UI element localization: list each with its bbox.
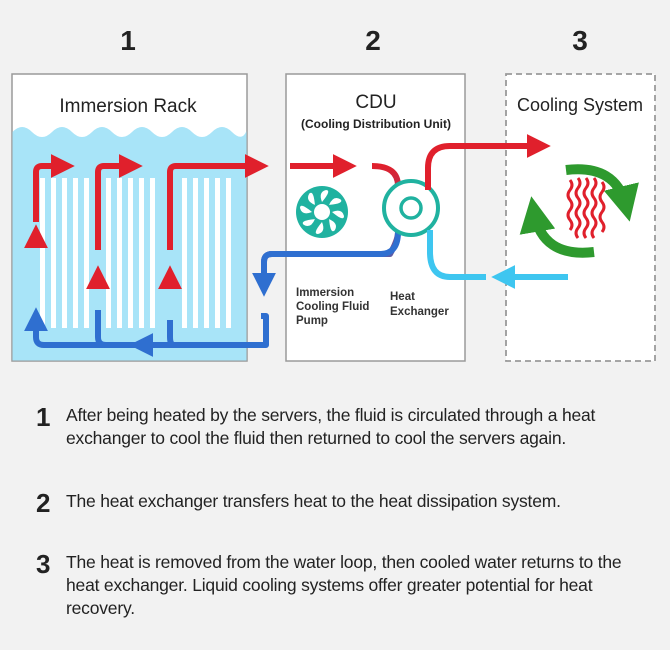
heat-exchanger-icon	[382, 179, 440, 237]
exchanger-label: Heat Exchanger	[390, 291, 449, 318]
legend-text: The heat exchanger transfers heat to the…	[66, 491, 561, 511]
pump-label-line: Pump	[296, 315, 328, 327]
pump-label: Immersion Cooling Fluid Pump	[296, 287, 373, 327]
step-number-2: 2	[365, 25, 381, 56]
server-blades	[40, 178, 231, 328]
pump-label-line: Cooling Fluid	[296, 301, 369, 313]
step-number-3: 3	[572, 25, 588, 56]
cdu-subtitle: (Cooling Distribution Unit)	[301, 117, 451, 131]
chilled-return-cdu	[427, 230, 486, 280]
rack-hot-flow	[33, 154, 357, 250]
legend-text: The heat is removed from the water loop,…	[66, 552, 622, 618]
cooling-system-title: Cooling System	[517, 95, 643, 115]
cooling-system-box	[505, 73, 656, 362]
heat-waves-icon	[566, 177, 606, 239]
exchanger-label-line: Heat	[390, 291, 415, 303]
legend-text: After being heated by the servers, the f…	[66, 405, 596, 448]
legend-number: 1	[36, 402, 51, 432]
rack-risers	[24, 224, 182, 320]
cdu-cold-out	[252, 231, 401, 297]
pump-label-line: Immersion	[296, 287, 354, 299]
immersion-rack-box	[11, 73, 248, 362]
legend-number: 3	[36, 549, 51, 579]
legend-item-2: 2 The heat exchanger transfers heat to t…	[36, 490, 652, 516]
cdu-title: CDU	[355, 92, 396, 113]
exchanger-label-line: Exchanger	[390, 306, 449, 318]
cooling-flow-diagram: 1 2 3 Immersion Rack CDU (Cooling Distri…	[11, 25, 656, 362]
rack-cold-return	[24, 307, 269, 357]
legend-item-1: 1 After being heated by the servers, the…	[36, 404, 652, 450]
fan-icon	[296, 186, 348, 238]
step-number-1: 1	[120, 25, 136, 56]
recycle-arrows-icon	[519, 164, 639, 258]
legend-number: 2	[36, 488, 51, 518]
cdu-hot-out	[425, 134, 551, 190]
legend-item-3: 3 The heat is removed from the water loo…	[36, 551, 652, 620]
immersion-rack-title: Immersion Rack	[59, 96, 197, 117]
